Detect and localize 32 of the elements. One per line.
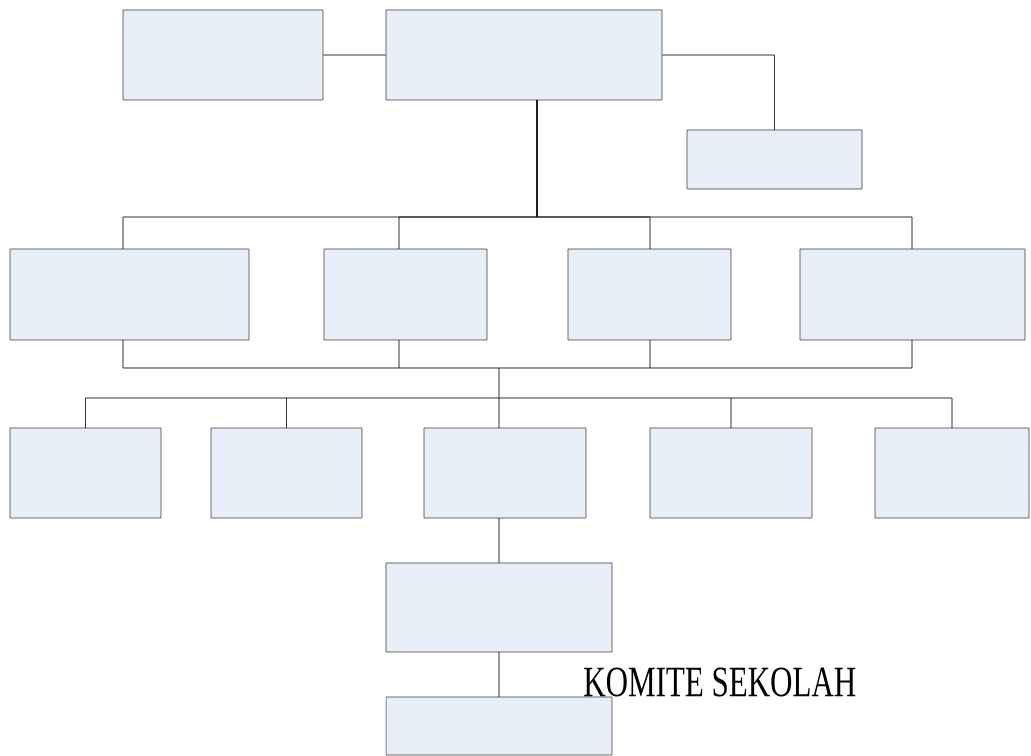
- connector-line: [122, 367, 913, 369]
- connector-line: [85, 397, 953, 399]
- org-box: [385, 696, 613, 756]
- connector-line: [122, 339, 124, 369]
- connector-line: [662, 54, 775, 131]
- connector-line: [286, 397, 287, 429]
- connector-line: [730, 397, 732, 429]
- connector-line: [498, 397, 500, 429]
- connector-line: [323, 54, 386, 56]
- connector-line: [911, 339, 913, 369]
- title-text: KOMITE SEKOLAH: [584, 667, 856, 697]
- org-box: [210, 427, 363, 519]
- org-box: [874, 427, 1030, 519]
- org-box: [385, 9, 663, 101]
- org-box: [323, 248, 488, 341]
- connector-line: [951, 397, 953, 429]
- connector-line: [649, 339, 651, 369]
- connector-line: [498, 651, 500, 698]
- org-box: [385, 562, 613, 653]
- org-box: [686, 129, 863, 190]
- org-box: [9, 427, 162, 519]
- connector-line: [536, 99, 913, 250]
- org-box: [9, 248, 250, 341]
- org-box: [799, 248, 1026, 341]
- connector-line: [398, 339, 400, 369]
- org-box: [122, 9, 324, 101]
- connector-line: [498, 367, 500, 399]
- org-box: [649, 427, 813, 519]
- org-box: [423, 427, 587, 519]
- connector-line: [85, 397, 86, 429]
- connector-line: [498, 517, 500, 564]
- org-box: [567, 248, 732, 341]
